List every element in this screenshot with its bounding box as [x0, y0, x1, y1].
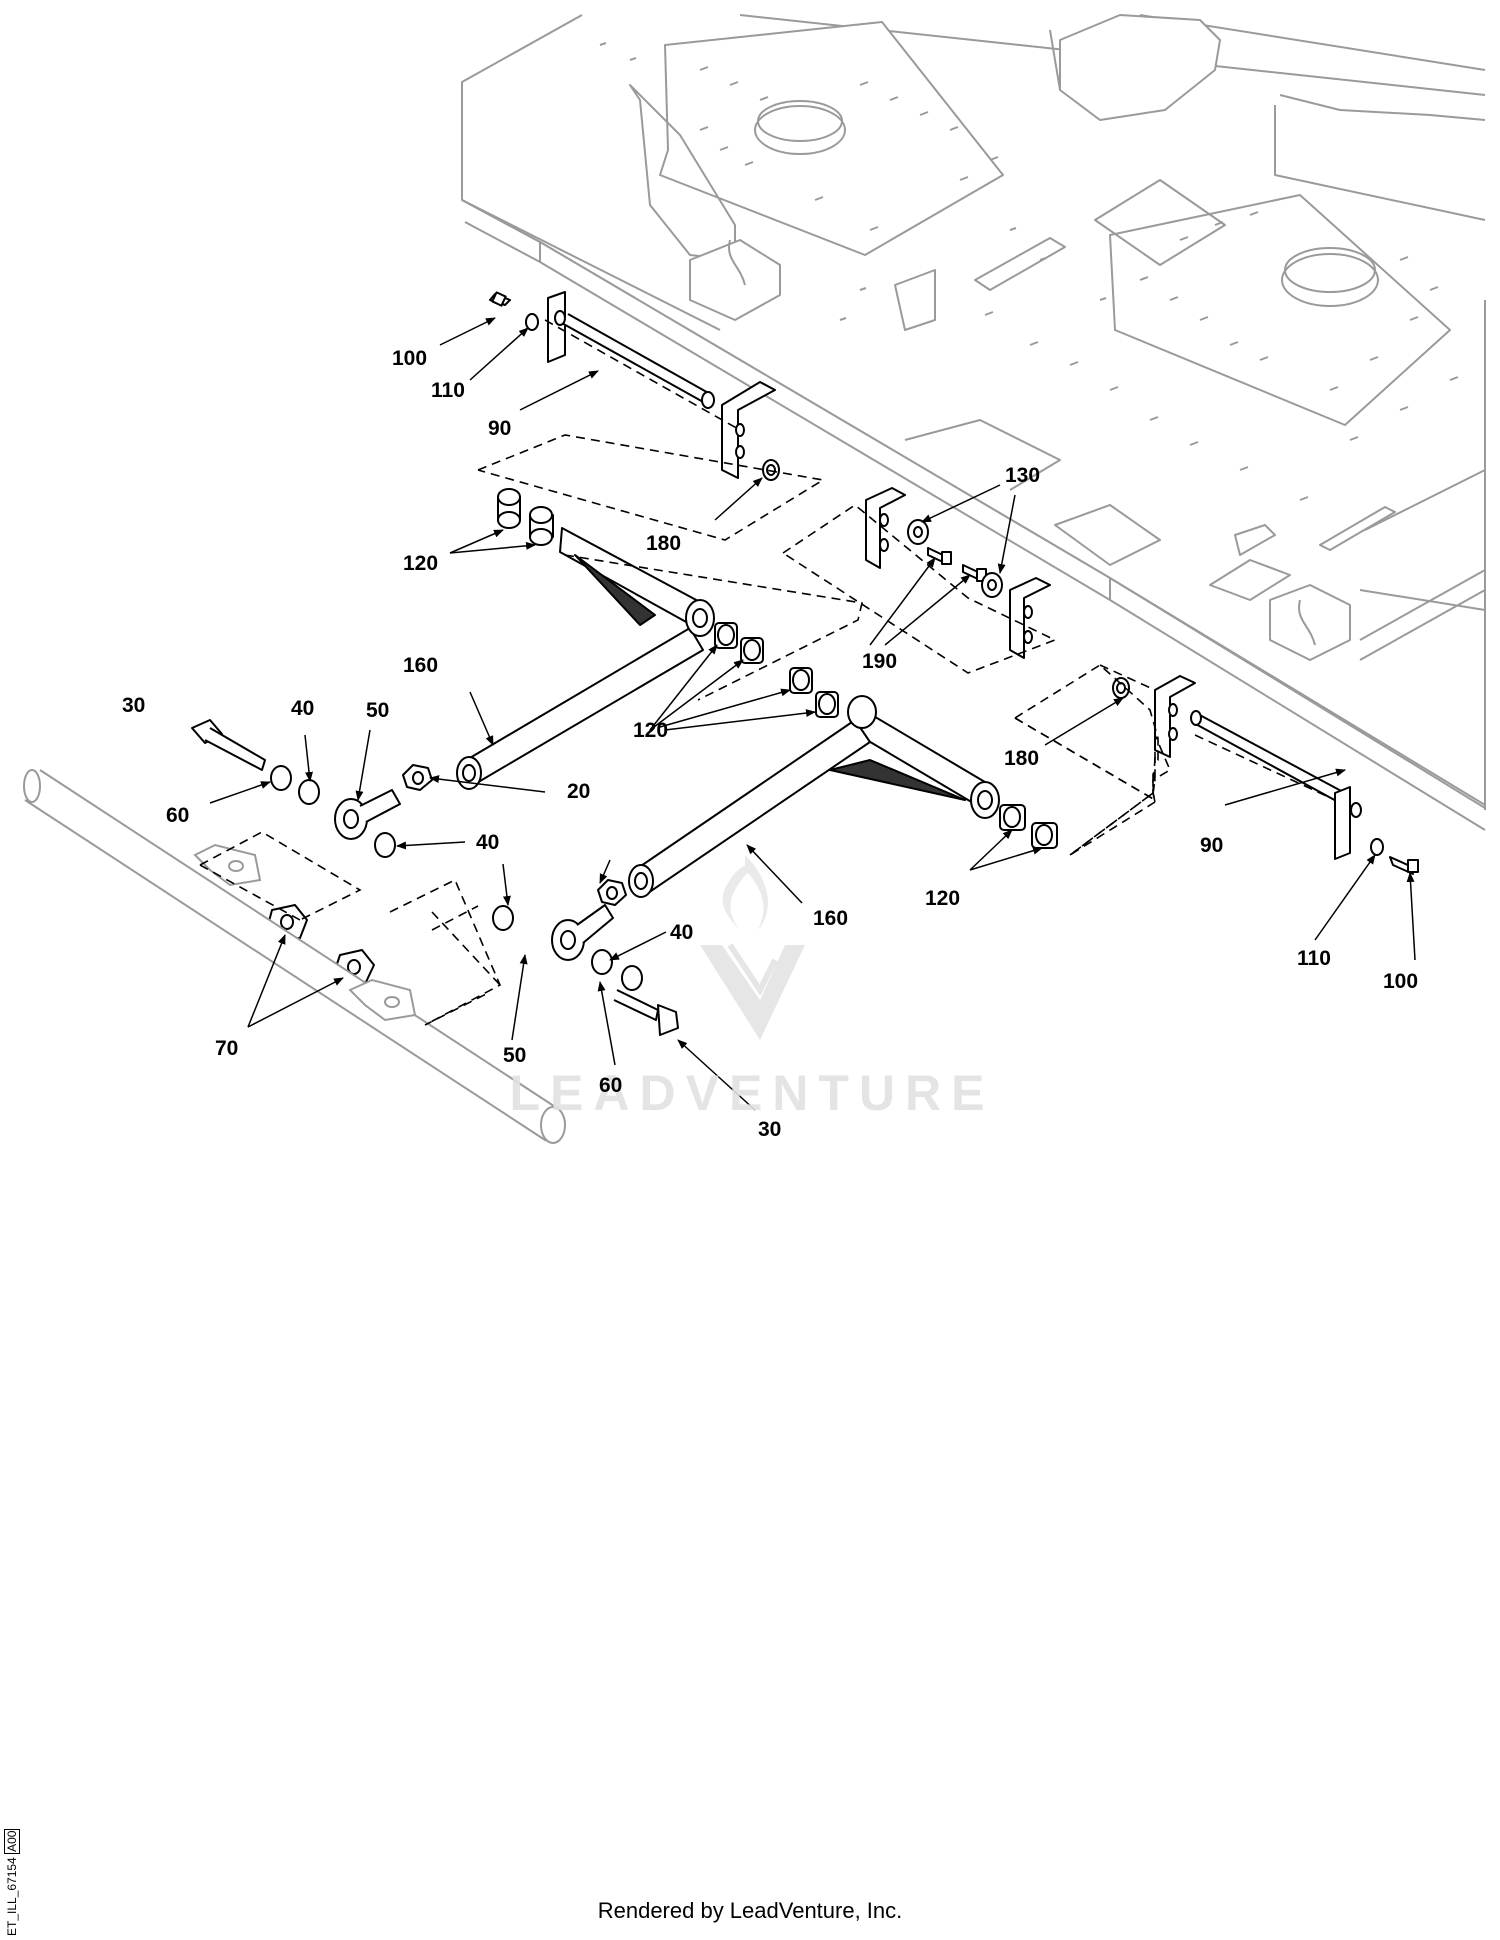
footer-credit: Rendered by LeadVenture, Inc.: [597, 1898, 903, 1923]
nut-20b: [597, 879, 627, 906]
bracket-center-right: [1009, 577, 1051, 659]
callout-160: 160: [403, 654, 438, 677]
rod-end-50b: [551, 904, 614, 961]
callout-120: 120: [633, 719, 668, 742]
nut-20a: [402, 764, 433, 791]
drawing-revision: A00: [4, 1828, 20, 1854]
callout-120: 120: [403, 552, 438, 575]
callout-100: 100: [1383, 970, 1418, 993]
spacer-40b: [374, 832, 396, 858]
callout-190: 190: [862, 650, 897, 673]
callout-100: 100: [392, 347, 427, 370]
callout-labels: 100 110 90 180 120 130 190 160 120 30 40…: [122, 347, 1418, 1141]
bushings-120-lower: [999, 804, 1058, 849]
callout-180: 180: [646, 532, 681, 555]
pivot-rod-left: [489, 291, 715, 409]
callout-90: 90: [1200, 834, 1223, 857]
watermark-text: LEADVENTURE: [509, 1065, 994, 1121]
callout-60: 60: [166, 804, 189, 827]
dashed-guides: [199, 319, 1336, 1026]
washer-60a: [270, 765, 292, 791]
callout-130: 130: [1005, 464, 1040, 487]
bracket-lower-right: [1154, 675, 1196, 758]
callout-60: 60: [599, 1074, 622, 1097]
leader-lines: [209, 317, 1416, 1111]
nut-180a: [762, 459, 780, 481]
watermark: LEADVENTURE: [509, 855, 994, 1121]
callout-40: 40: [476, 831, 499, 854]
washer-60b: [621, 965, 643, 991]
screw-190: [927, 547, 987, 582]
screw-100b: [1389, 856, 1419, 875]
bracket-center-left: [865, 487, 906, 569]
callout-110: 110: [431, 379, 465, 402]
spacer-40d: [591, 949, 613, 975]
callout-120: 120: [925, 887, 960, 910]
bolt-30b: [613, 989, 679, 1036]
callout-180: 180: [1004, 747, 1039, 770]
washer-110b: [1370, 838, 1384, 856]
bushings-120-center: [714, 622, 839, 718]
callout-40: 40: [670, 921, 693, 944]
a-arm-right: [628, 695, 1000, 898]
callout-30: 30: [122, 694, 145, 717]
drawing-id-number: ET_ILL_67154: [5, 1857, 19, 1936]
callout-160: 160: [813, 907, 848, 930]
callout-50: 50: [503, 1044, 526, 1067]
bushings-120-upper: [497, 488, 554, 546]
bolt-30a: [191, 719, 266, 771]
callout-90: 90: [488, 417, 511, 440]
rod-end-50a: [334, 789, 401, 840]
callout-110: 110: [1297, 947, 1331, 970]
callout-50: 50: [366, 699, 389, 722]
callout-20: 20: [567, 780, 590, 803]
callout-30: 30: [758, 1118, 781, 1141]
lock-40c: [492, 905, 514, 931]
bracket-upper-left: [721, 381, 776, 479]
lock-40a: [298, 779, 320, 805]
washer-130-right: [981, 572, 1003, 598]
mower-deck: [461, 14, 1486, 831]
callout-40: 40: [291, 697, 314, 720]
callout-70: 70: [215, 1037, 238, 1060]
lift-tube: [23, 769, 566, 1144]
a-arm-left: [456, 527, 715, 790]
washer-130-left: [907, 519, 929, 545]
